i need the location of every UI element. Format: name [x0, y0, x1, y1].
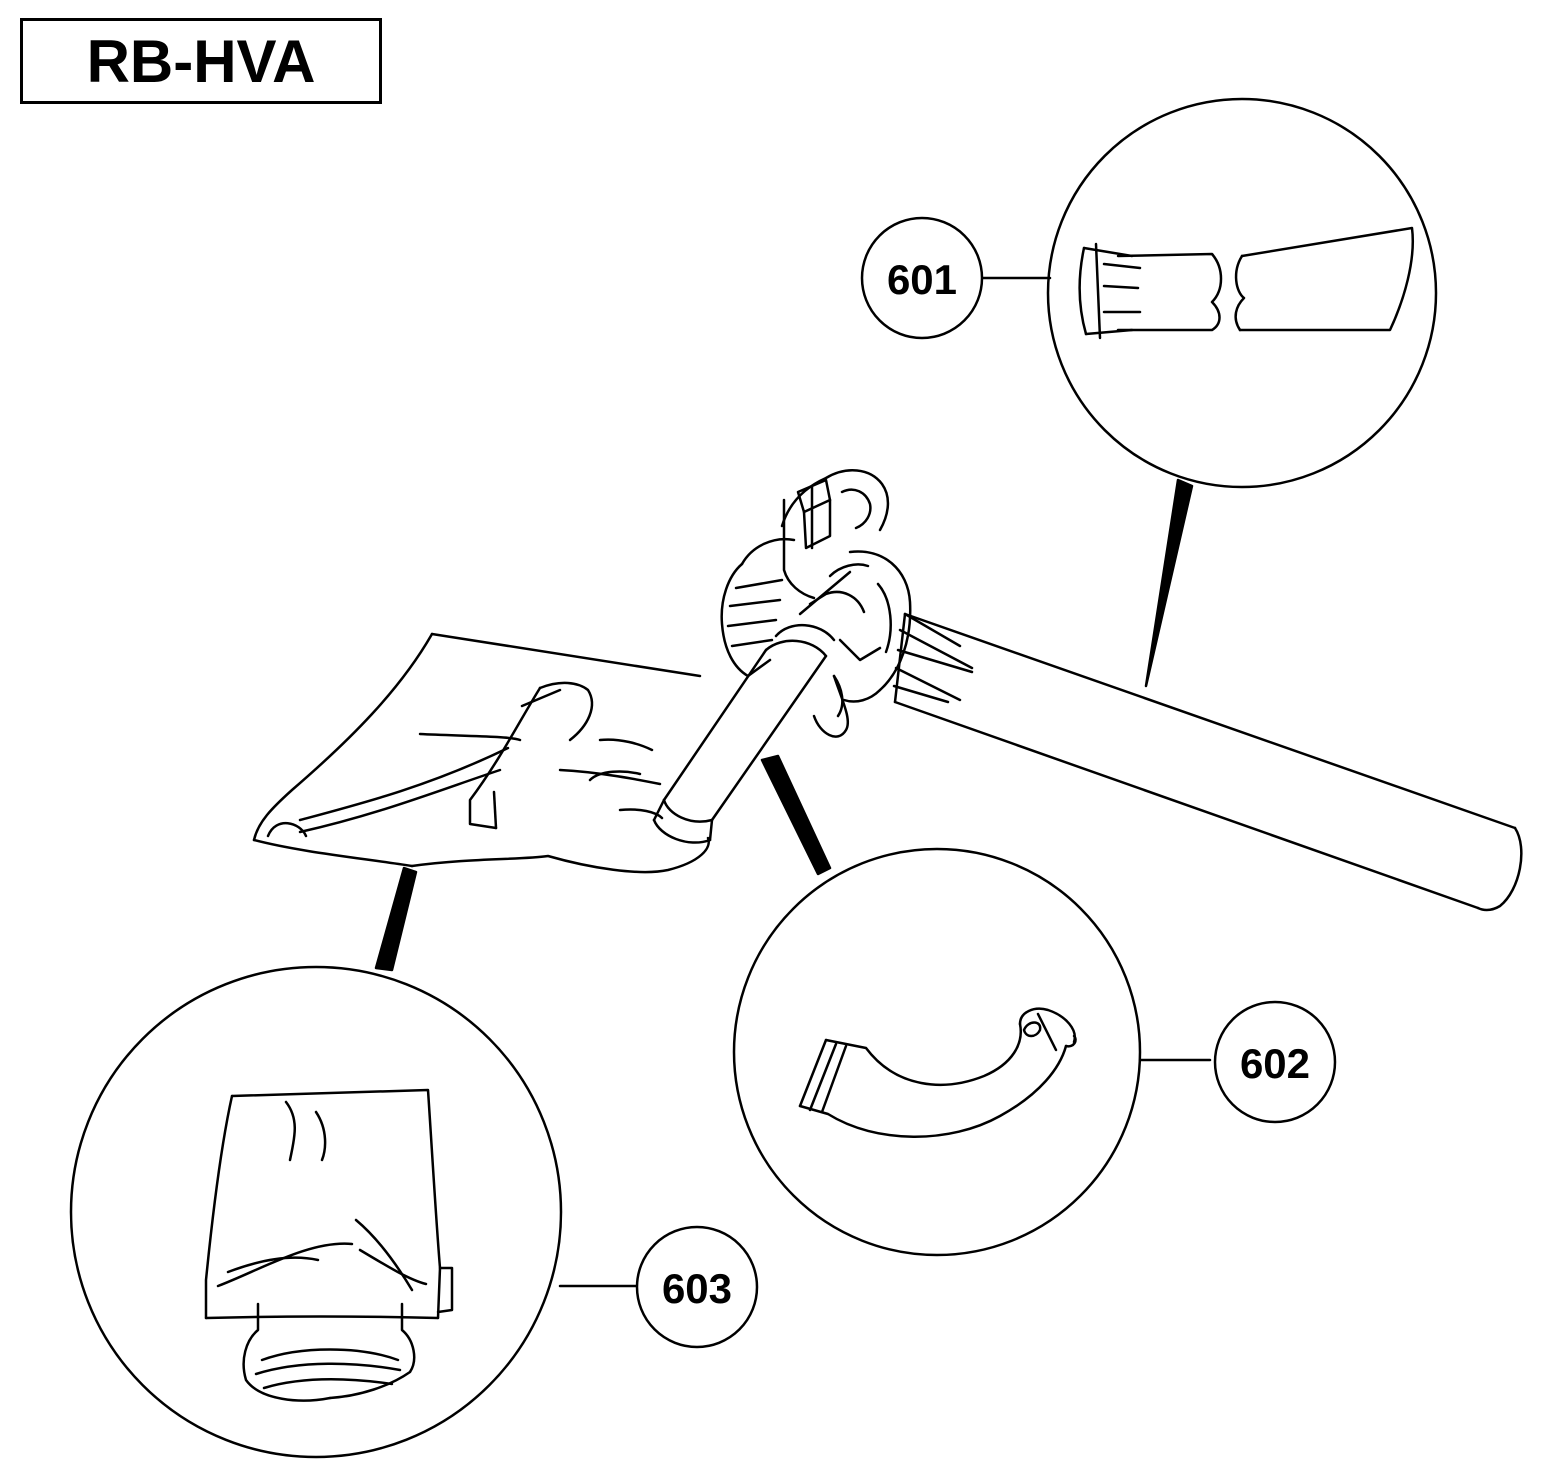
callout-603-detail-circle: [69, 965, 563, 1459]
callout-601-group: [860, 97, 1438, 688]
callout-601-pointer: [1144, 478, 1194, 688]
callout-601-detail-circle: [1046, 97, 1438, 489]
part-602-vacuum-tube-icon: [798, 1007, 1077, 1138]
blower-vacuum-assembly: [252, 469, 1523, 912]
engine-housing: [720, 469, 912, 738]
callout-601-badge: [860, 216, 984, 340]
callout-602-badge: [1213, 1000, 1337, 1124]
callout-603-badge: [635, 1225, 759, 1349]
model-title: RB-HVA: [20, 18, 382, 104]
callout-602-pointer: [760, 754, 832, 876]
vacuum-tube: [652, 648, 828, 844]
callout-603-label: 603: [662, 1265, 732, 1312]
callout-601-label: 601: [887, 256, 957, 303]
collection-bag: [252, 632, 710, 874]
callout-602-detail-circle: [732, 847, 1142, 1257]
callout-602-group: [732, 754, 1337, 1257]
callout-603-group: [69, 866, 759, 1459]
callout-602-label: 602: [1240, 1040, 1310, 1087]
blower-tube: [892, 612, 1523, 912]
part-603-collection-bag-icon: [204, 1088, 454, 1402]
part-601-blower-tube-icon: [1078, 226, 1414, 340]
callout-603-pointer: [374, 866, 418, 972]
